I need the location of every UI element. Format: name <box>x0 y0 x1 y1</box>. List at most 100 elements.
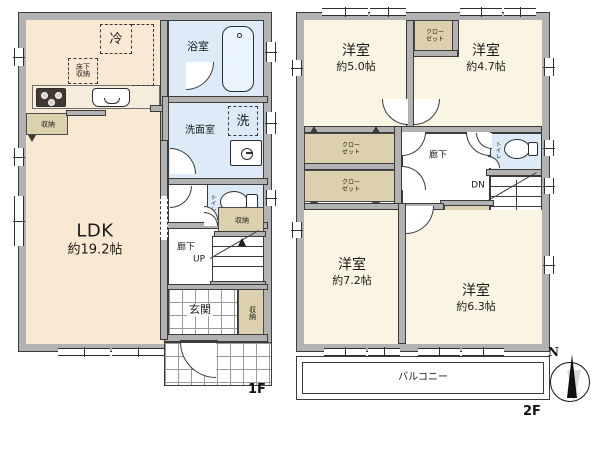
bath-label-wrap: 浴室 <box>187 41 209 53</box>
window-2f-bottom-3 <box>418 347 460 357</box>
stairs-dn-label: DN <box>471 180 485 191</box>
storage-hall-label: 収納 <box>235 216 249 225</box>
hall-1f-label-wrap: 廊下 <box>177 243 195 252</box>
window-1f-right-toilet <box>265 190 277 206</box>
ldk-name: LDK <box>76 220 114 242</box>
closet-2f-left-lower: クロー ゼット <box>304 170 396 202</box>
closet-ll-line2: ゼット <box>341 186 361 193</box>
stair-step <box>212 246 264 247</box>
closet-2f-left-upper: クロー ゼット <box>304 133 396 165</box>
closet-tc-line2: ゼット <box>425 36 445 43</box>
room-2f-top-right-ext <box>414 57 542 128</box>
compass-needle-dark <box>567 354 577 398</box>
room-2f-tr-label-wrap: 洋室 約4.7帖 <box>466 44 506 72</box>
bathtub-icon <box>222 26 254 92</box>
storage-entry-label: 収納 <box>248 306 257 320</box>
room-2f-bl-area: 約7.2帖 <box>332 273 372 287</box>
closet-2f-top-center: クロー ゼット <box>414 20 454 52</box>
closet-lu-tick-2 <box>372 126 380 133</box>
window-2f-right-4 <box>543 256 555 274</box>
marker-fridge: 冷 <box>100 24 132 54</box>
closet-lu-tick-1 <box>310 126 318 133</box>
window-2f-top-1 <box>322 7 368 17</box>
2f-wall-closet-left-right <box>394 126 402 208</box>
closet-tc-line1: クロー <box>425 29 445 37</box>
room-2f-tr-name: 洋室 <box>472 42 500 59</box>
1f-wall-hall-left <box>160 140 168 340</box>
balcony <box>296 356 550 400</box>
balcony-label: バルコニー <box>398 371 448 383</box>
room-2f-bl-label-wrap: 洋室 約7.2帖 <box>332 258 372 286</box>
window-2f-left-1 <box>291 60 303 76</box>
hall-2f-label-wrap: 廊下 <box>429 151 447 160</box>
room-2f-bottom-left <box>304 210 400 344</box>
floor-1f-group: 冷 床下 収納 収納 浴室 洗面室 <box>0 0 290 450</box>
marker-underfloor-storage: 床下 収納 <box>68 58 98 84</box>
window-2f-bottom-4 <box>462 347 504 357</box>
1f-wall-entrance-top <box>164 284 268 290</box>
fridge-label: 冷 <box>109 31 123 47</box>
window-2f-left-2 <box>291 222 303 238</box>
stair-step <box>212 256 264 257</box>
balcony-label-wrap: バルコニー <box>398 371 448 384</box>
room-2f-tl-label-wrap: 洋室 約5.0帖 <box>336 44 376 72</box>
closet-lu-line2: ゼット <box>341 149 361 156</box>
washroom-label: 洗面室 <box>185 124 215 136</box>
room-2f-br-notch <box>406 246 542 344</box>
window-2f-bottom-1 <box>324 347 366 357</box>
stair-step <box>212 266 264 267</box>
room-2f-bl-name: 洋室 <box>338 256 366 273</box>
toilet-2f-bowl-icon <box>504 139 530 159</box>
storage-kitchen-label: 収納 <box>41 120 55 129</box>
ldk-area: 約19.2帖 <box>67 242 123 258</box>
closet-ll-line1: クロー <box>341 179 361 187</box>
compass-rose: N <box>548 345 590 402</box>
stair-up-arrow <box>238 238 246 246</box>
kitchen-alcove-dash <box>132 24 154 86</box>
toilet-2f-label-wrap: トイレ <box>494 141 502 159</box>
storage-hall: 収納 <box>218 207 264 233</box>
floor-2f-group: 洋室 約5.0帖 クロー ゼット 洋室 約4.7帖 クロー ゼット <box>290 0 600 450</box>
window-2f-right-2 <box>543 140 555 156</box>
window-2f-right-3 <box>543 178 555 194</box>
sink-icon <box>92 88 130 107</box>
floor-tag-2f: 2F <box>523 404 541 419</box>
balcony-inner-line <box>302 362 544 394</box>
room-2f-tl-area: 約5.0帖 <box>336 59 376 73</box>
2f-wall-closet-tc-bottom <box>410 50 458 57</box>
floor-tag-1f: 1F <box>248 382 266 397</box>
storage-kitchen: 収納 <box>26 113 68 135</box>
room-2f-br-label-wrap: 洋室 約6.3帖 <box>456 284 496 312</box>
ldk-label-wrap: LDK 約19.2帖 <box>67 220 123 258</box>
washer-label: 洗 <box>236 113 250 129</box>
window-2f-top-3 <box>460 7 502 17</box>
window-1f-left-2 <box>13 148 25 166</box>
stove-icon <box>36 88 66 107</box>
window-2f-top-2 <box>370 7 406 17</box>
ldk-hall-doorway <box>160 196 168 240</box>
wash-basin-icon <box>230 140 262 166</box>
up-label-wrap: UP <box>193 255 205 264</box>
room-2f-br-name: 洋室 <box>462 282 490 299</box>
bath-label: 浴室 <box>187 40 209 54</box>
marker-washer: 洗 <box>228 106 258 136</box>
toilet-2f-label: トイレ <box>494 141 502 159</box>
hall-1f-label: 廊下 <box>176 242 196 253</box>
window-2f-top-4 <box>504 7 536 17</box>
window-1f-left-3 <box>13 196 25 246</box>
entrance-label-wrap: 玄関 <box>187 304 213 316</box>
storage-entry: 収納 <box>238 288 264 336</box>
2f-wall-toilet-bottom <box>486 169 542 176</box>
closet-lu-line1: クロー <box>341 142 361 150</box>
washroom-label-wrap: 洗面室 <box>185 124 215 137</box>
2f-wall-bl-right <box>398 203 406 344</box>
storage-kitchen-tick <box>28 135 36 142</box>
2f-wall-closet-left-mid <box>304 163 402 170</box>
window-1f-right-bath <box>265 42 277 62</box>
toilet-1f-label: トイレ <box>209 194 217 212</box>
room-2f-br-area: 約6.3帖 <box>456 299 496 313</box>
toilet-1f-label-wrap: トイレ <box>209 194 217 212</box>
hall-2f-label: 廊下 <box>428 150 448 161</box>
underfloor-line2: 収納 <box>76 70 90 78</box>
